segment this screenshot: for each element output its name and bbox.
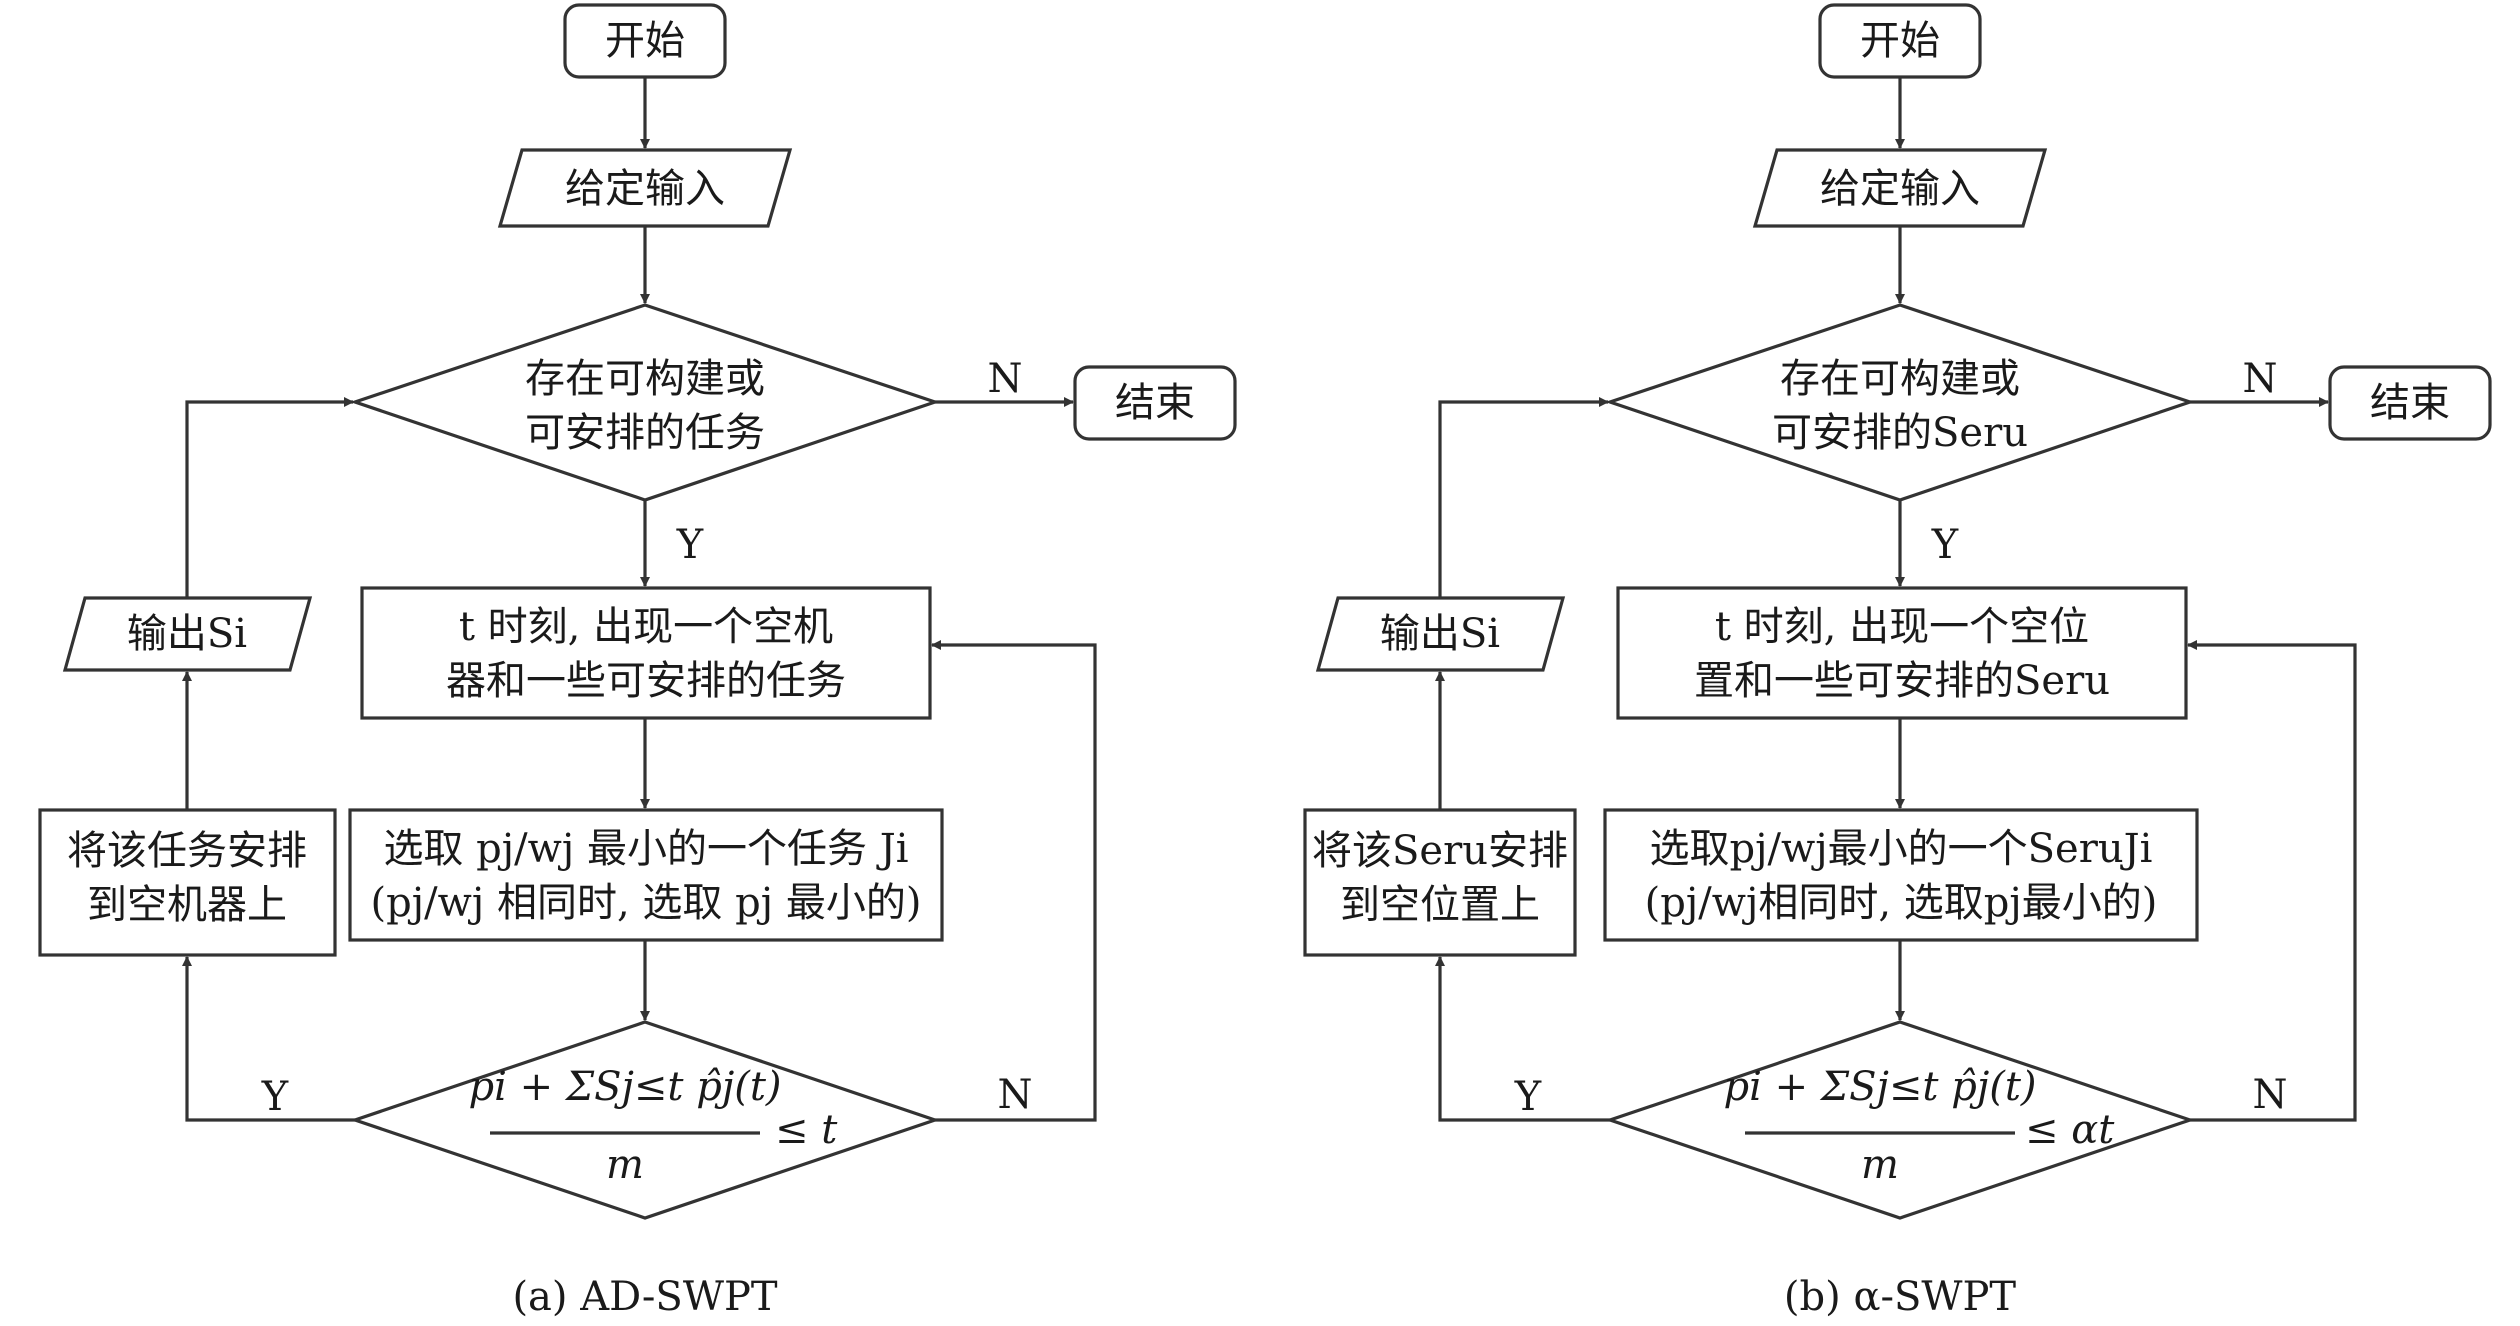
decision-1-line-1: 存在可构建或 [525,356,765,402]
caption-b: (b) α-SWPT [1784,1274,2016,1320]
select-line-1: 选取pj/wj最小的一个SeruJi [1650,826,2153,872]
start-node: 开始 [563,3,727,79]
input-node: 给定输入 [1752,148,2048,228]
decision-2-denominator: m [1861,1142,1899,1188]
no-label-2: N [2253,1072,2288,1118]
panel-b: 开始 给定输入 存在可构建或 可安排的Seru 结束 t 时刻, 出现一个空位 … [1303,3,2492,1320]
panel-a: 开始 给定输入 存在可构建或 可安排的任务 结束 t 时刻, 出现一个空机 器和… [38,3,1237,1320]
end-node: 结束 [1073,365,1237,441]
yes-label-1: Y [1931,522,1959,568]
output-label: 输出Si [1380,611,1500,657]
decision-1-line-2: 可安排的任务 [525,410,765,456]
assign-line-1: 将该Seru安排 [1312,828,1568,874]
end-node: 结束 [2328,365,2492,441]
select-line-1: 选取 pj/wj 最小的一个任务 Ji [383,826,908,872]
decision-node-1: 存在可构建或 可安排的任务 [349,303,941,502]
input-label: 给定输入 [565,166,725,212]
select-line-2: (pj/wj相同时, 选取pj最小的) [1645,880,2158,926]
process-node: t 时刻, 出现一个空位 置和一些可安排的Seru [1616,586,2188,720]
output-label: 输出Si [127,611,247,657]
start-node: 开始 [1818,3,1982,79]
process-line-2: 置和一些可安排的Seru [1694,658,2110,704]
decision-node-1: 存在可构建或 可安排的Seru [1604,303,2196,502]
yes-label-1: Y [676,522,704,568]
decision-2-relation: ≤ t [775,1107,838,1153]
no-label-1: N [988,356,1023,402]
process-line-1: t 时刻, 出现一个空位 [1715,604,2089,650]
decision-2-relation: ≤ αt [2025,1107,2115,1153]
process-line-1: t 时刻, 出现一个空机 [459,604,833,650]
decision-2-numerator: pi + ΣSj≤t p̂j(t) [468,1064,781,1110]
process-node: t 时刻, 出现一个空机 器和一些可安排的任务 [360,586,932,720]
output-node: 输出Si [62,596,313,672]
decision-node-2: pi + ΣSj≤t p̂j(t) m ≤ t [350,1020,940,1220]
decision-2-denominator: m [606,1142,644,1188]
assign-line-2: 到空机器上 [87,882,287,928]
start-label: 开始 [1860,18,1940,64]
start-label: 开始 [605,18,685,64]
caption-a: (a) AD-SWPT [512,1274,777,1320]
input-node: 给定输入 [497,148,793,228]
assign-node: 将该Seru安排 到空位置上 [1303,808,1577,957]
connectors-b [1435,77,2357,1122]
end-label: 结束 [1115,380,1195,426]
assign-node: 将该任务安排 到空机器上 [38,808,337,957]
process-line-2: 器和一些可安排的任务 [446,658,846,704]
assign-line-1: 将该任务安排 [67,828,307,874]
yes-label-2: Y [261,1074,289,1120]
yes-label-2: Y [1514,1074,1542,1120]
decision-node-2: pi + ΣSj≤t p̂j(t) m ≤ αt [1605,1020,2195,1220]
no-label-1: N [2243,356,2278,402]
select-line-2: (pj/wj 相同时, 选取 pj 最小的) [371,880,922,926]
decision-2-numerator: pi + ΣSj≤t p̂j(t) [1723,1064,2036,1110]
decision-1-line-1: 存在可构建或 [1780,356,2020,402]
output-node: 输出Si [1315,596,1566,672]
select-node: 选取 pj/wj 最小的一个任务 Ji (pj/wj 相同时, 选取 pj 最小… [348,808,944,942]
select-node: 选取pj/wj最小的一个SeruJi (pj/wj相同时, 选取pj最小的) [1603,808,2199,942]
decision-1-line-2: 可安排的Seru [1772,410,2028,456]
assign-line-2: 到空位置上 [1340,882,1540,928]
connectors-a [182,77,1097,1122]
end-label: 结束 [2370,380,2450,426]
input-label: 给定输入 [1820,166,1980,212]
no-label-2: N [998,1072,1033,1118]
